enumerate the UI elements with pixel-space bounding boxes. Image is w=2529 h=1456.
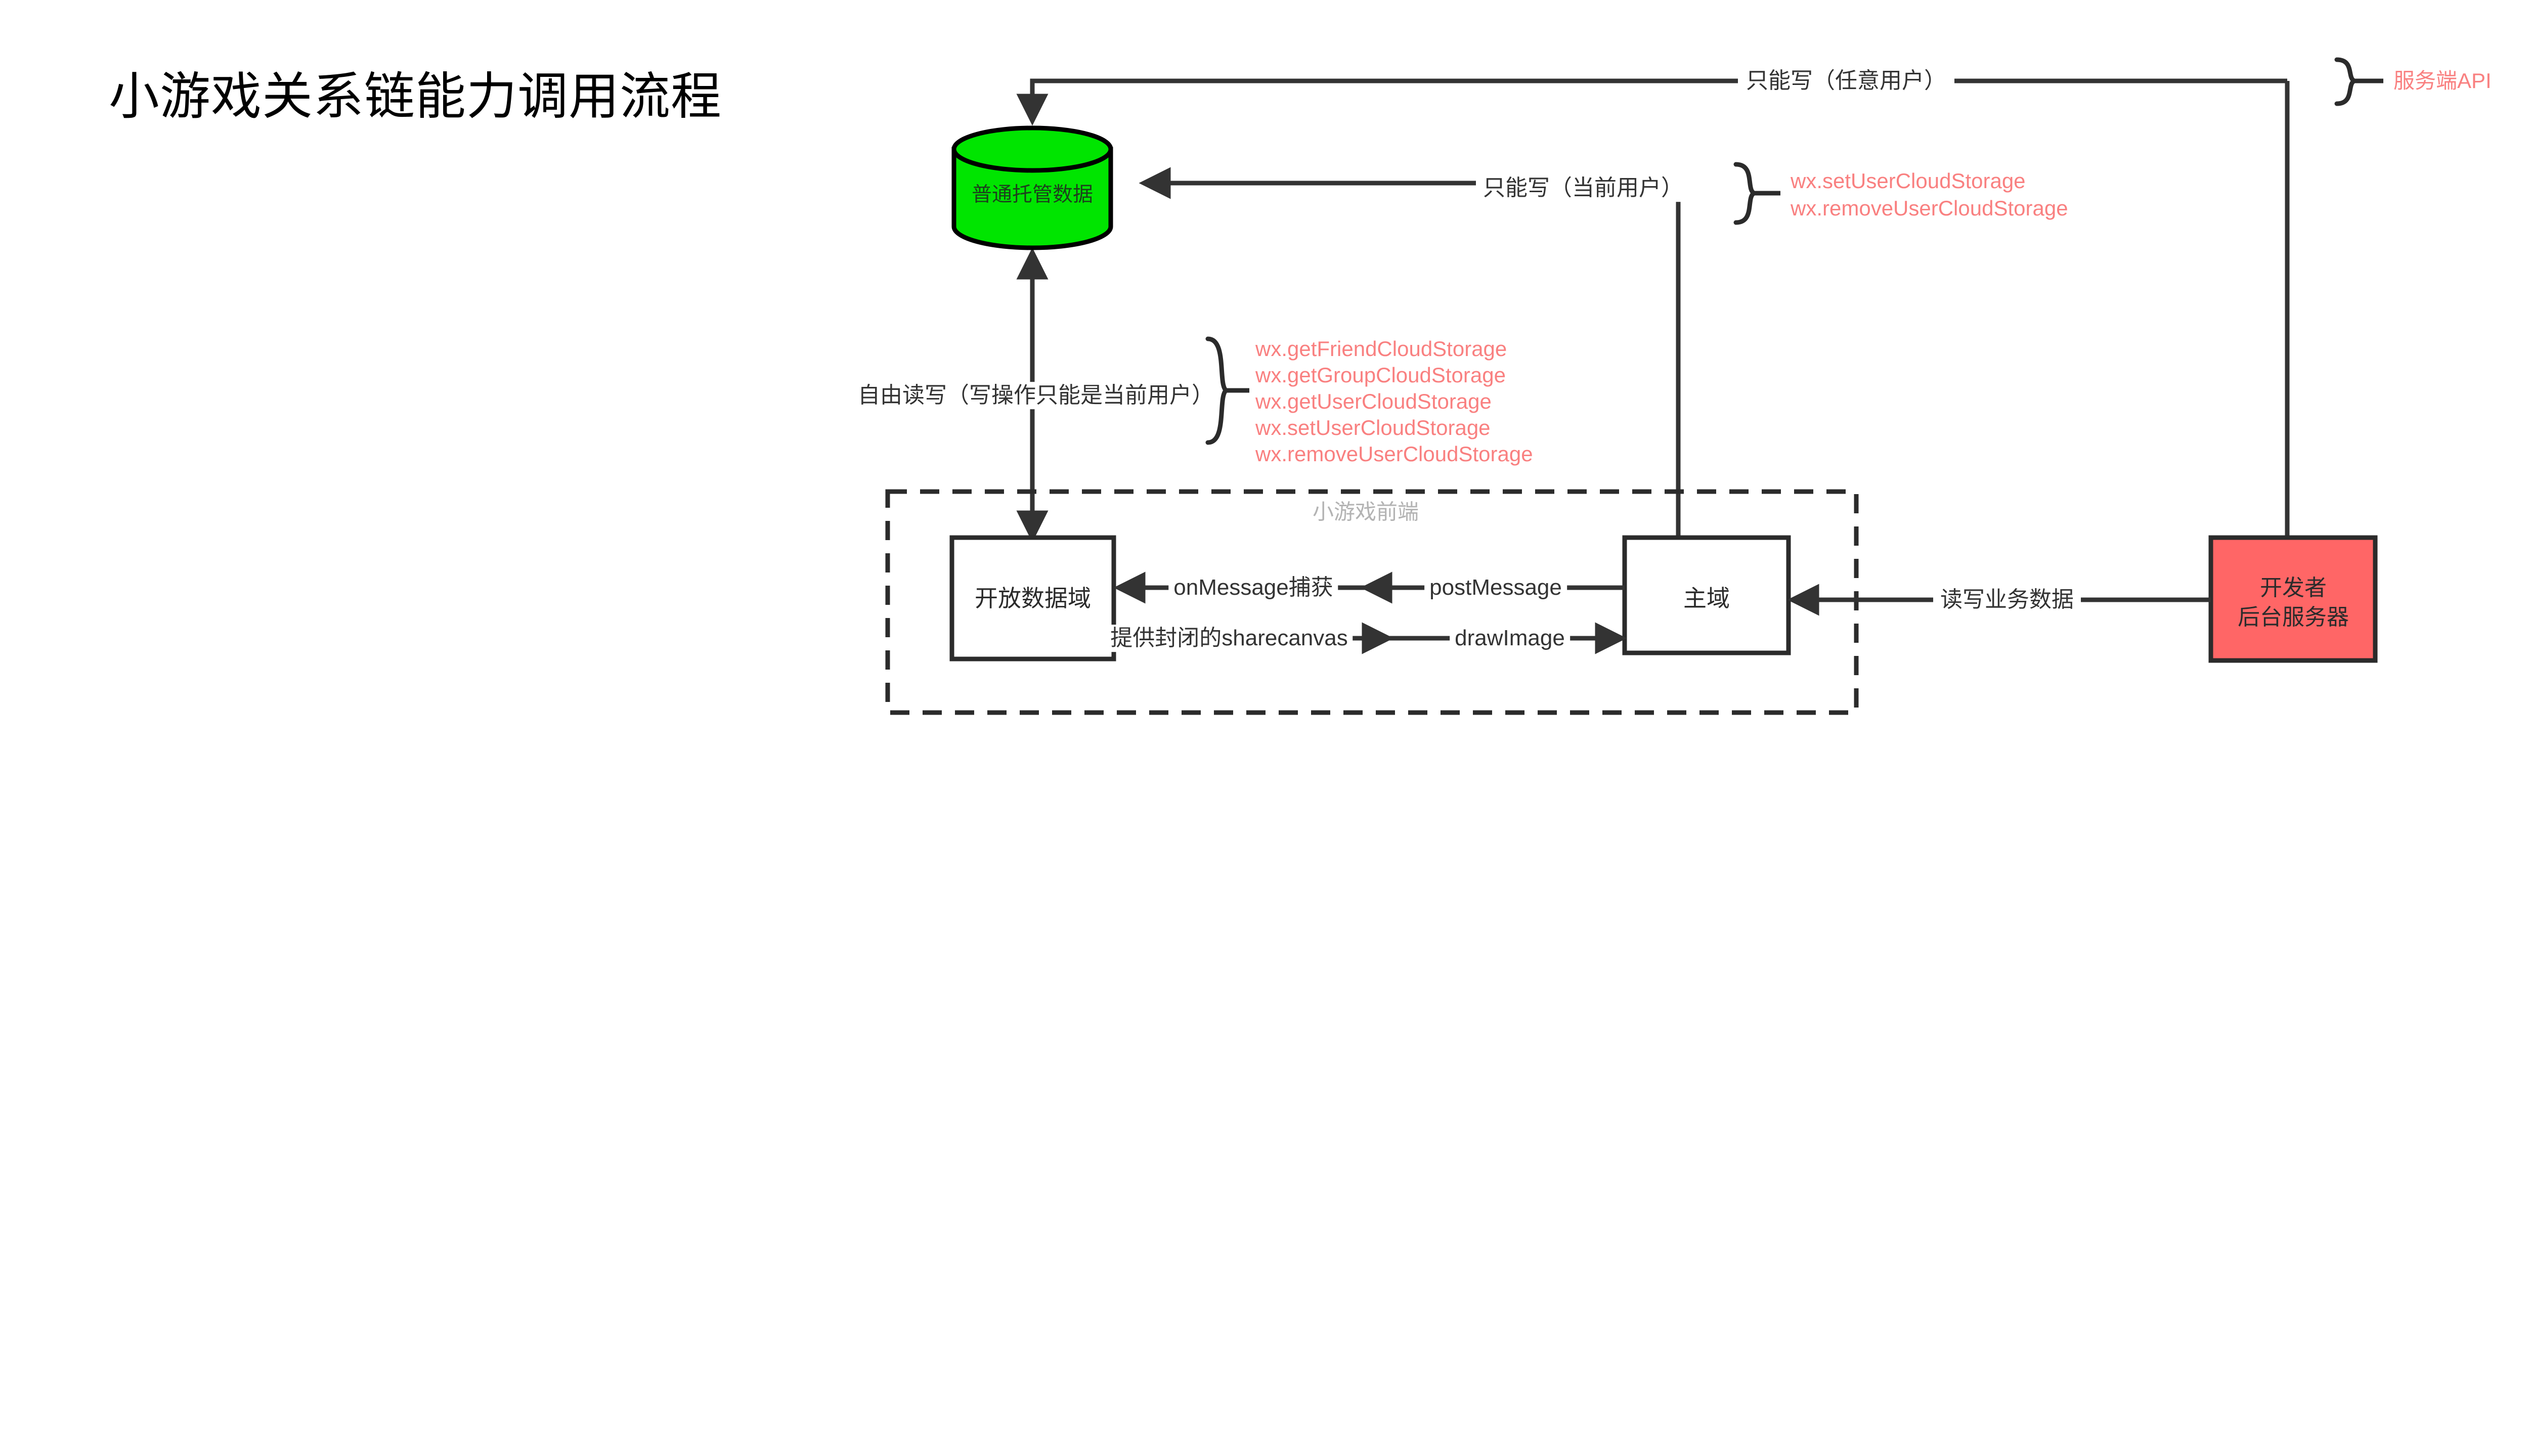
annotation-user-cloud-storage-item-1: wx.removeUserCloudStorage xyxy=(1791,196,2068,220)
node-developer-server-line2: 后台服务器 xyxy=(2238,605,2349,630)
node-open-data-context-shape xyxy=(949,535,1116,661)
annotation-friend-cloud-storage-item-1: wx.getGroupCloudStorage xyxy=(1255,363,1506,387)
node-developer-server-shape xyxy=(2208,535,2378,663)
edge-server-to-cloud-storage xyxy=(1016,78,2287,126)
brace-server-api xyxy=(2334,57,2362,106)
edge-label-write-current-user-only: 只能写（当前用户） xyxy=(1476,174,1690,202)
brace-user-cloud-storage xyxy=(1733,162,1760,225)
annotation-user-cloud-storage-item-0: wx.setUserCloudStorage xyxy=(1791,169,2026,193)
edge-label-free-read-write: 自由读写（写操作只能是当前用户） xyxy=(853,382,1219,409)
annotation-server-api-label: 服务端API xyxy=(2393,69,2492,93)
edge-label-share-canvas: 提供封闭的sharecanvas xyxy=(1105,625,1353,652)
edge-label-on-message: onMessage捕获 xyxy=(1168,574,1338,601)
annotation-friend-cloud-storage-item-0: wx.getFriendCloudStorage xyxy=(1255,337,1507,361)
node-main-context-label: 主域 xyxy=(1683,585,1730,611)
node-frontend-container-label: 小游戏前端 xyxy=(1312,500,1419,524)
node-cloud-storage-label: 普通托管数据 xyxy=(972,183,1093,206)
node-cloud-storage-shape xyxy=(951,125,1113,250)
node-open-data-context-label: 开放数据域 xyxy=(975,585,1091,611)
edge-label-post-message: postMessage xyxy=(1424,574,1567,601)
edge-label-business-data: 读写业务数据 xyxy=(1933,586,2081,613)
edge-label-draw-image: drawImage xyxy=(1450,625,1570,652)
annotation-friend-cloud-storage-item-4: wx.removeUserCloudStorage xyxy=(1255,442,1533,466)
edge-label-server-write-any-user: 只能写（任意用户） xyxy=(1738,67,1954,95)
page-title: 小游戏关系链能力调用流程 xyxy=(109,68,722,125)
node-developer-server-line1: 开发者 xyxy=(2260,576,2327,600)
annotation-friend-cloud-storage-item-2: wx.getUserCloudStorage xyxy=(1255,389,1492,413)
annotation-friend-cloud-storage-item-3: wx.setUserCloudStorage xyxy=(1255,416,1491,439)
